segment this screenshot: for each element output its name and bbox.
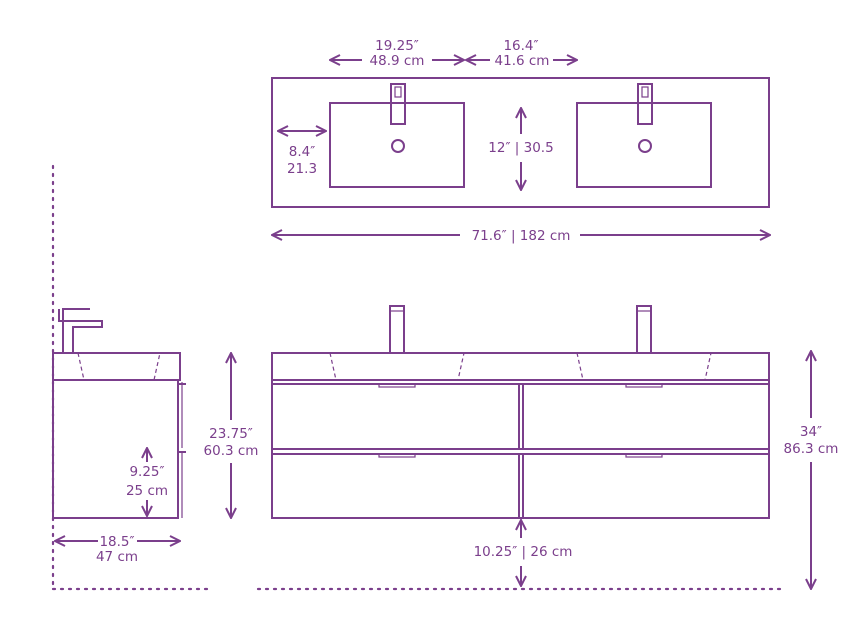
basin-offset-cm-label: 21.3 [287, 161, 317, 177]
side-faucet-spout [58, 309, 103, 353]
left-basin-outline [329, 102, 465, 188]
cabinet-height-cm-label: 60.3 cm [204, 443, 259, 459]
depth-in-label: 18.5″ [99, 534, 134, 550]
basin-offset-in-label: 8.4″ [289, 144, 316, 160]
right-basin-outline [576, 102, 712, 188]
side-faucet-body [62, 308, 90, 353]
front-left-basin-hidden [329, 352, 465, 381]
left-basin [329, 83, 465, 188]
right-faucet-top [637, 83, 653, 125]
countertop-outline [271, 77, 770, 208]
basin-gap-cm-label: 41.6 cm [495, 53, 550, 69]
basin-width-in-label: 19.25″ [375, 38, 419, 54]
drawer-height-cm-label: 25 cm [126, 483, 168, 499]
side-basin-hidden [77, 352, 161, 381]
basin-width-cm-label: 48.9 cm [370, 53, 425, 69]
front-left-faucet [389, 305, 405, 354]
right-basin [576, 83, 712, 188]
basin-depth-label: 12″ | 30.5 [488, 140, 553, 156]
right-drain [638, 139, 652, 153]
depth-cm-label: 47 cm [96, 549, 138, 565]
drawer-handle [378, 383, 416, 388]
left-faucet-top [390, 83, 406, 125]
side-view: 9.25″ 25 cm 18.5″ 47 cm [51, 164, 210, 591]
side-cabinet [52, 380, 179, 519]
drawer-handle [378, 453, 416, 458]
side-countertop [52, 352, 181, 381]
drawer-handle [625, 383, 663, 388]
top-view: 19.25″ 48.9 cm 16.4″ 41.6 cm 8.4″ 21.3 1… [271, 38, 770, 244]
basin-gap-in-label: 16.4″ [503, 38, 538, 54]
total-height-cm-label: 86.3 cm [784, 441, 839, 457]
front-countertop [271, 352, 770, 381]
front-right-faucet [636, 305, 652, 354]
total-width-label: 71.6″ | 182 cm [472, 228, 571, 244]
cabinet-height-in-label: 23.75″ [209, 426, 253, 442]
floor-gap-label: 10.25″ | 26 cm [474, 544, 573, 560]
drawer-handle [625, 453, 663, 458]
drawer-height-in-label: 9.25″ [129, 464, 164, 480]
total-height-in-label: 34″ [800, 424, 822, 440]
left-drain [391, 139, 405, 153]
front-view: 23.75″ 60.3 cm 10.25″ | 26 cm 34″ [204, 305, 839, 591]
front-right-basin-hidden [576, 352, 712, 381]
